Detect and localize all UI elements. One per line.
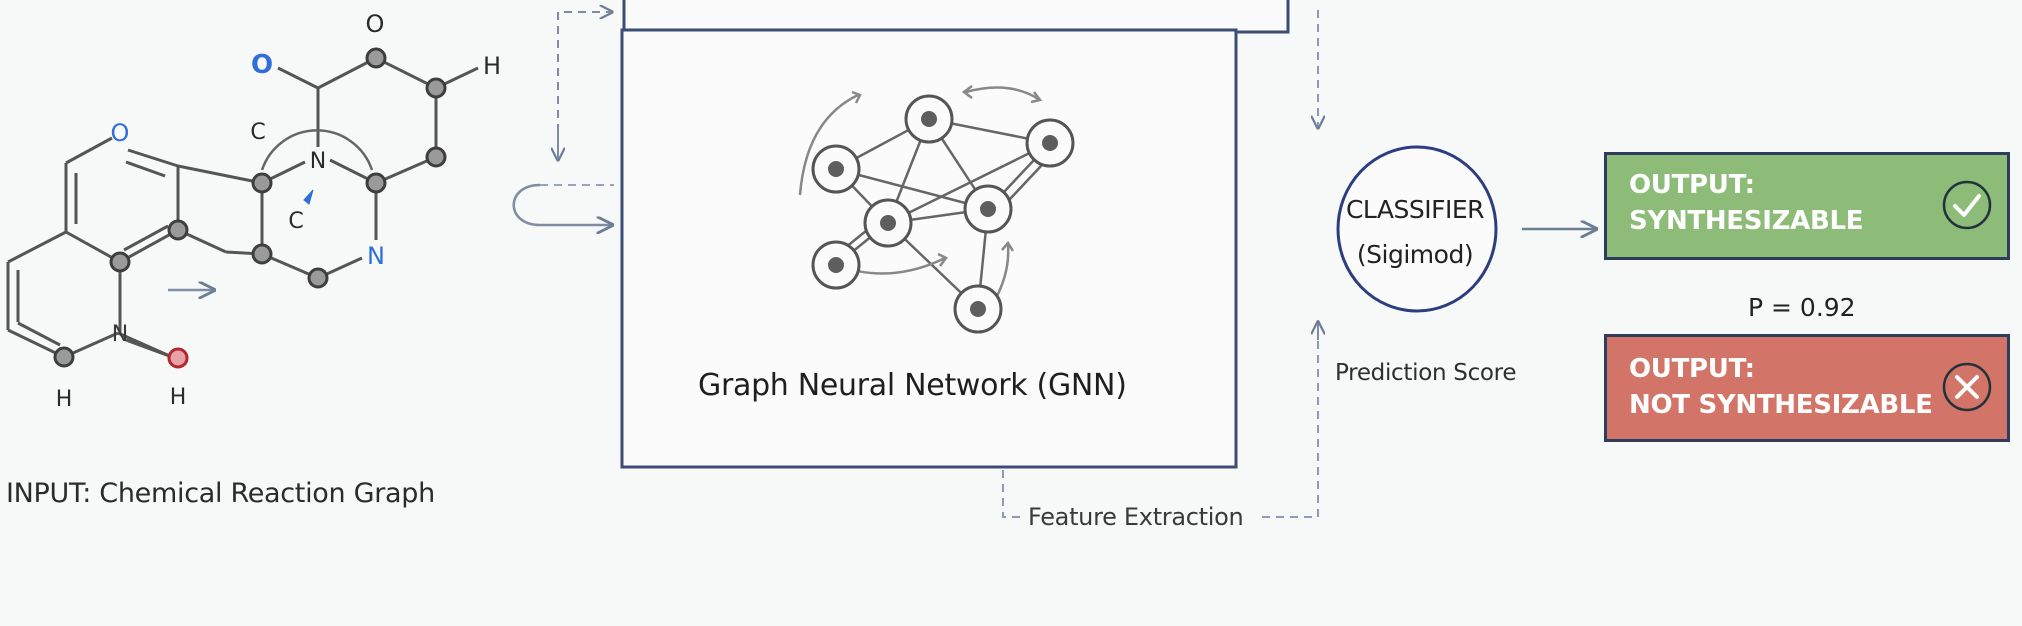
atom-label: O [251, 50, 273, 80]
atom-label: H [56, 387, 73, 412]
output-synthesizable-box: OUTPUT: SYNTHESIZABLE [1604, 152, 2010, 260]
input-connector [512, 12, 614, 225]
oxygen-atom [167, 347, 189, 369]
gnn-label: Graph Neural Network (GNN) [698, 368, 1127, 403]
output-value: NOT SYNTHESIZABLE [1629, 390, 1933, 420]
classifier-node [1336, 145, 1498, 313]
probability-score: P = 0.92 [1748, 293, 1856, 322]
output-title: OUTPUT: [1629, 170, 1755, 200]
prediction-score-label: Prediction Score [1335, 360, 1517, 386]
atom-label: C [288, 209, 303, 234]
atom-nodes [53, 47, 447, 368]
atom-label: N [367, 242, 385, 270]
atom-label: H [483, 52, 501, 80]
classifier-title: CLASSIFIER [1345, 195, 1485, 224]
output-not-synthesizable-box: OUTPUT: NOT SYNTHESIZABLE [1604, 334, 2010, 442]
feature-extraction-label: Feature Extraction [1028, 503, 1244, 531]
input-label: INPUT: Chemical Reaction Graph [6, 478, 435, 509]
x-circle-icon [1942, 362, 1992, 412]
atom-label: N [310, 149, 326, 174]
check-circle-icon [1942, 180, 1992, 230]
output-title: OUTPUT: [1629, 354, 1755, 384]
top-module-box [622, 0, 1290, 34]
atom-label: H [170, 385, 187, 410]
gnn-node-cores [828, 111, 1058, 317]
atom-label: O [111, 119, 130, 147]
atom-label: O [366, 10, 385, 38]
output-value: SYNTHESIZABLE [1629, 206, 1864, 236]
atom-label: N [112, 322, 128, 347]
chemical-reaction-graph [6, 56, 479, 359]
feature-extraction-connector [1002, 320, 1319, 518]
classifier-subtitle: (Sigimod) [1356, 240, 1474, 269]
atom-label: C [250, 120, 265, 145]
